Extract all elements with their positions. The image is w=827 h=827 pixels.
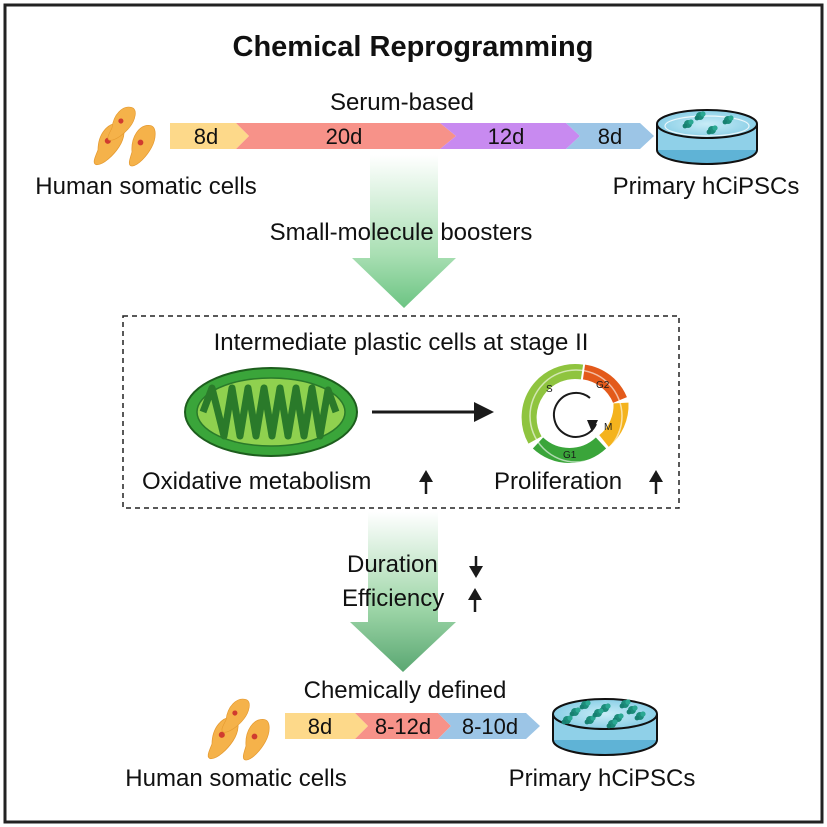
- serum-culture-dish-icon: [656, 109, 758, 165]
- efficiency-label: Efficiency: [342, 585, 444, 612]
- serum-stage-2-label: 20d: [326, 124, 363, 149]
- serum-target-label: Primary hCiPSCs: [613, 173, 800, 200]
- mitochondrion-icon: [184, 367, 358, 457]
- oxidative-up-arrow-icon: [419, 470, 433, 494]
- phase-g1-label: G1: [563, 450, 577, 461]
- serum-protocol-label: Serum-based: [330, 89, 474, 116]
- intermediate-title: Intermediate plastic cells at stage II: [214, 329, 589, 356]
- serum-stage-4: [566, 123, 654, 149]
- serum-stage-2: [236, 123, 456, 149]
- serum-stage-4-label: 8d: [598, 124, 622, 149]
- defined-stage-bar: 8d 8-12d 8-10d: [285, 713, 540, 739]
- oxidative-metabolism-label: Oxidative metabolism: [142, 468, 371, 495]
- booster-down-arrow: [352, 155, 456, 308]
- defined-stage-2: [355, 713, 451, 739]
- serum-stage-1-label: 8d: [194, 124, 218, 149]
- defined-target-label: Primary hCiPSCs: [509, 765, 696, 792]
- defined-stage-3-label: 8-10d: [462, 714, 518, 739]
- defined-culture-dish-icon: [552, 698, 658, 756]
- defined-protocol-label: Chemically defined: [304, 677, 507, 704]
- phase-s-label: S: [546, 384, 553, 395]
- serum-source-label: Human somatic cells: [35, 173, 256, 200]
- effect-down-arrow: [350, 512, 456, 672]
- defined-stage-1-label: 8d: [308, 714, 332, 739]
- defined-source-label: Human somatic cells: [125, 765, 346, 792]
- page-title: Chemical Reprogramming: [233, 31, 594, 63]
- defined-stage-1: [285, 713, 368, 739]
- serum-stage-3: [440, 123, 580, 149]
- transition-arrow: [372, 402, 494, 422]
- booster-label: Small-molecule boosters: [270, 219, 533, 246]
- efficiency-up-arrow-icon: [468, 588, 482, 612]
- defined-stage-2-label: 8-12d: [375, 714, 431, 739]
- intermediate-box: [122, 315, 680, 509]
- defined-stage-3: [438, 713, 540, 739]
- phase-g2-label: G2: [596, 380, 610, 391]
- duration-down-arrow-icon: [469, 556, 483, 578]
- proliferation-label: Proliferation: [494, 468, 622, 495]
- serum-stage-bar: 8d 20d 12d 8d: [170, 123, 654, 149]
- duration-label: Duration: [347, 551, 438, 578]
- cell-cycle-icon: S G2 M G1: [521, 364, 629, 463]
- proliferation-up-arrow-icon: [649, 470, 663, 494]
- phase-m-label: M: [604, 422, 612, 433]
- serum-stage-3-label: 12d: [488, 124, 525, 149]
- serum-stage-1: [170, 123, 249, 149]
